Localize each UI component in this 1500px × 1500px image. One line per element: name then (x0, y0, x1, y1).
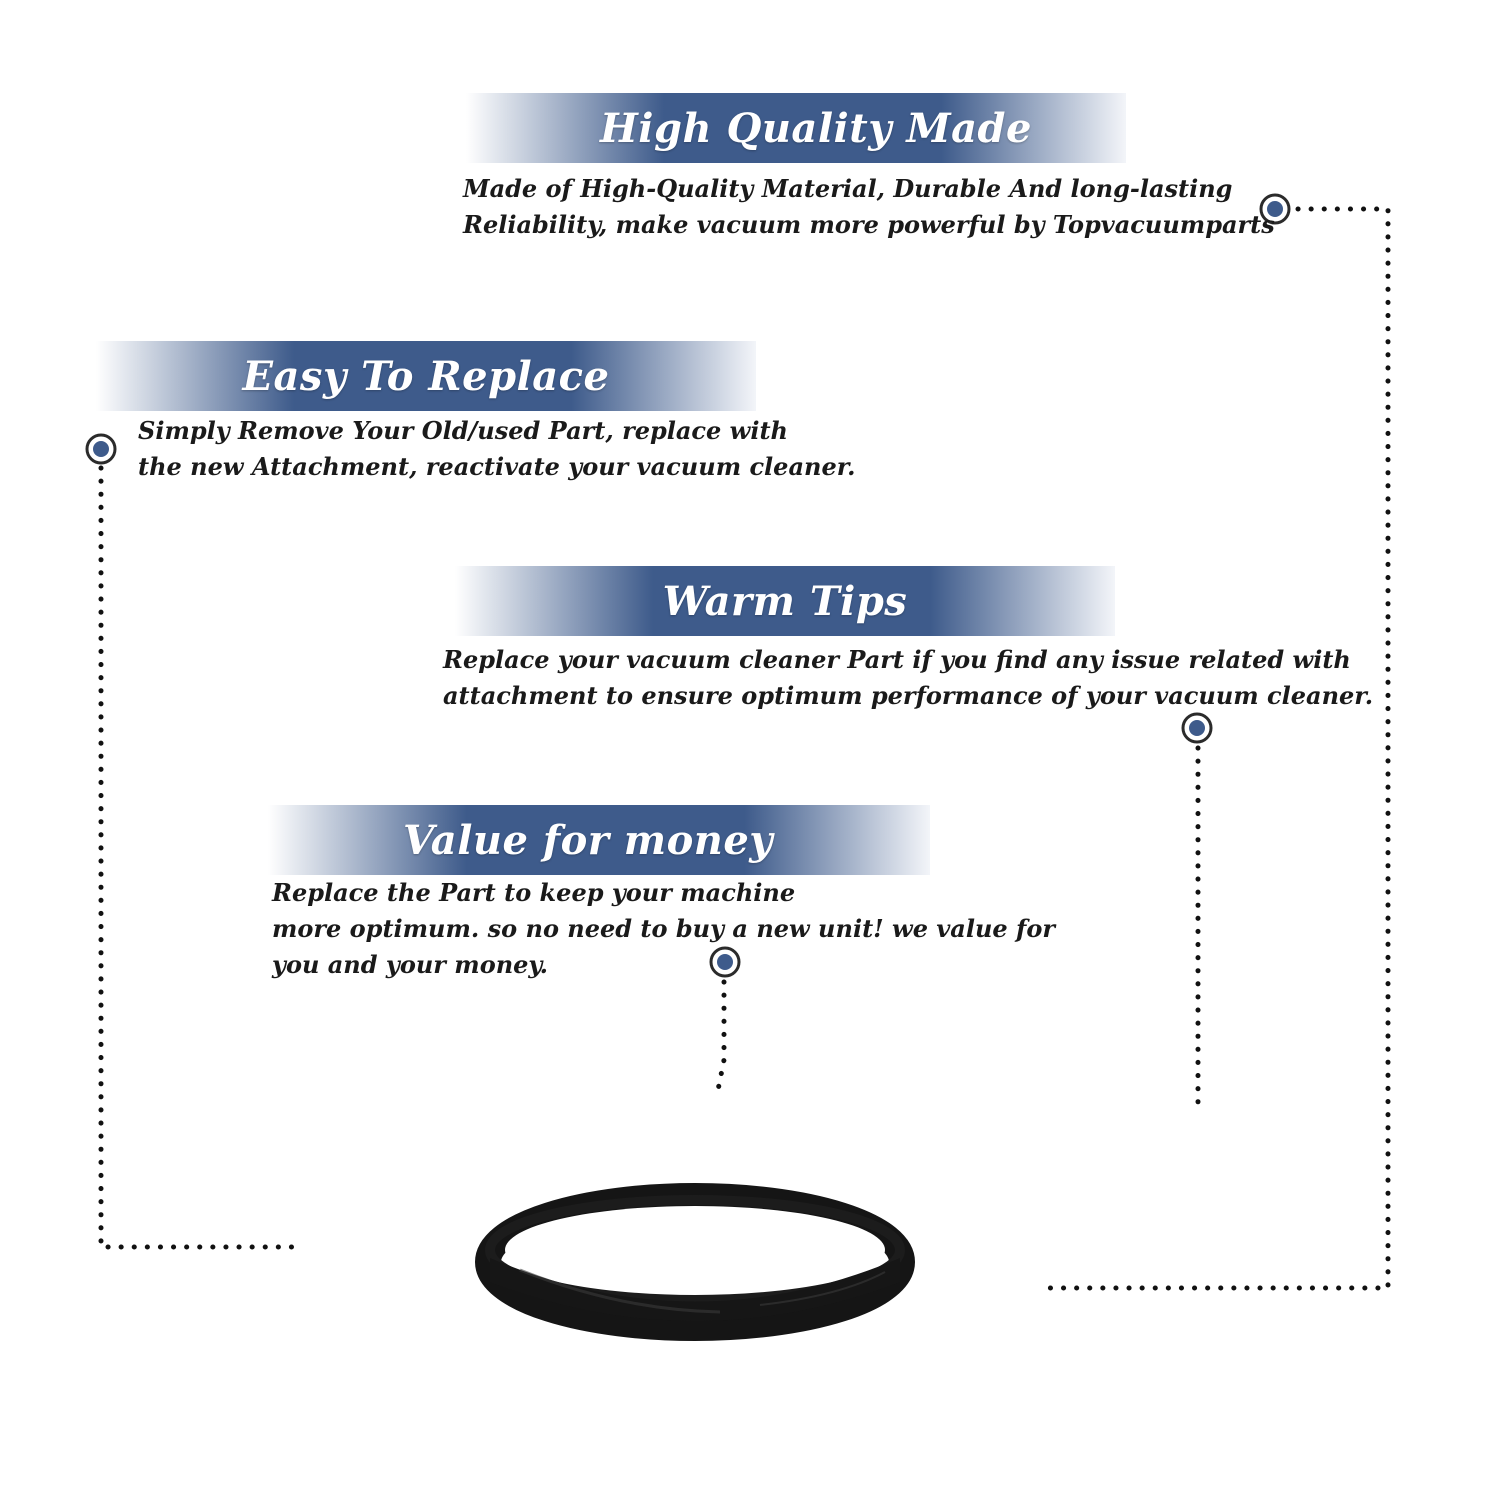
description-easy-replace: Simply Remove Your Old/used Part, replac… (138, 413, 856, 485)
description-warm-tips: Replace your vacuum cleaner Part if you … (443, 642, 1373, 714)
banner-title: Value for money (402, 816, 774, 864)
connector-line-value (715, 979, 727, 1093)
description-line: the new Attachment, reactivate your vacu… (138, 452, 856, 481)
description-line: Simply Remove Your Old/used Part, replac… (138, 416, 788, 445)
marker-icon (85, 433, 117, 465)
banner-easy-replace: Easy To Replace (96, 341, 756, 411)
description-line: you and your money. (272, 950, 548, 979)
connector-line-left (98, 465, 298, 1250)
banner-value: Value for money (268, 805, 908, 875)
banner-high-quality: High Quality Made (466, 93, 1166, 163)
connector-line-right (1035, 206, 1391, 1291)
banner-title: High Quality Made (600, 104, 1032, 152)
description-line: Replace your vacuum cleaner Part if you … (443, 645, 1351, 674)
description-line: more optimum. so no need to buy a new un… (272, 914, 1055, 943)
description-value: Replace the Part to keep your machine mo… (272, 875, 1055, 983)
description-line: attachment to ensure optimum performance… (443, 681, 1374, 710)
description-line: Reliability, make vacuum more powerful b… (463, 210, 1275, 239)
description-line: Replace the Part to keep your machine (272, 878, 796, 907)
vacuum-belt-image (475, 1183, 915, 1341)
description-line: Made of High-Quality Material, Durable A… (463, 174, 1233, 203)
banner-title: Easy To Replace (242, 352, 610, 400)
banner-warm-tips: Warm Tips (455, 566, 1115, 636)
description-high-quality: Made of High-Quality Material, Durable A… (463, 171, 1275, 243)
marker-icon (1181, 712, 1213, 744)
banner-title: Warm Tips (662, 577, 908, 625)
